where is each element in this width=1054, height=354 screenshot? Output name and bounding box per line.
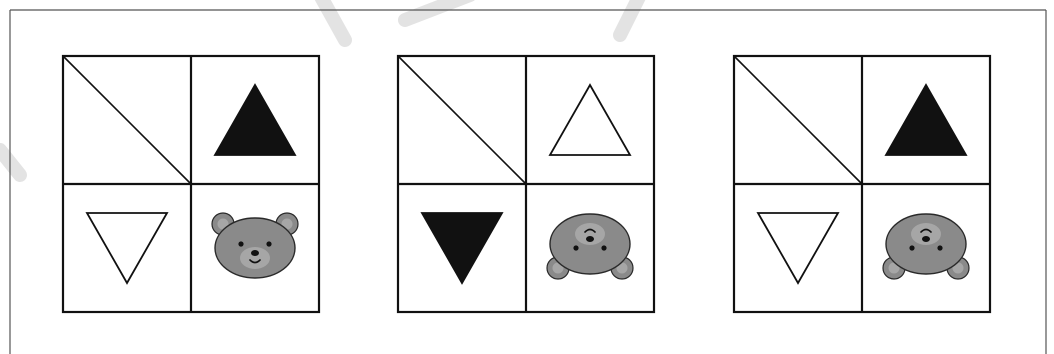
diagonal-line	[734, 56, 862, 184]
bear-eye-left	[601, 245, 606, 250]
bear-eye-right	[573, 245, 578, 250]
triangle-up-white	[550, 85, 630, 155]
bear-face-upright	[212, 213, 298, 278]
bear-nose	[586, 236, 594, 242]
panel-1	[63, 56, 319, 312]
bear-face-upside-down	[547, 214, 633, 279]
panels	[63, 56, 990, 312]
triangle-up-black	[215, 85, 295, 155]
diagonal-line	[398, 56, 526, 184]
bear-eye-left	[238, 241, 243, 246]
triangle-down-white	[87, 213, 167, 283]
bear-eye-right	[266, 241, 271, 246]
panel-3	[734, 56, 990, 312]
outer-frame	[10, 10, 1046, 354]
triangle-down-black	[422, 213, 502, 283]
bear-eye-left	[937, 245, 942, 250]
bear-nose	[251, 250, 259, 256]
bear-nose	[922, 236, 930, 242]
panel-2	[398, 56, 654, 312]
triangle-down-white	[758, 213, 838, 283]
bear-face-upside-down	[883, 214, 969, 279]
triangle-up-black	[886, 85, 966, 155]
diagonal-line	[63, 56, 191, 184]
bear-eye-right	[909, 245, 914, 250]
